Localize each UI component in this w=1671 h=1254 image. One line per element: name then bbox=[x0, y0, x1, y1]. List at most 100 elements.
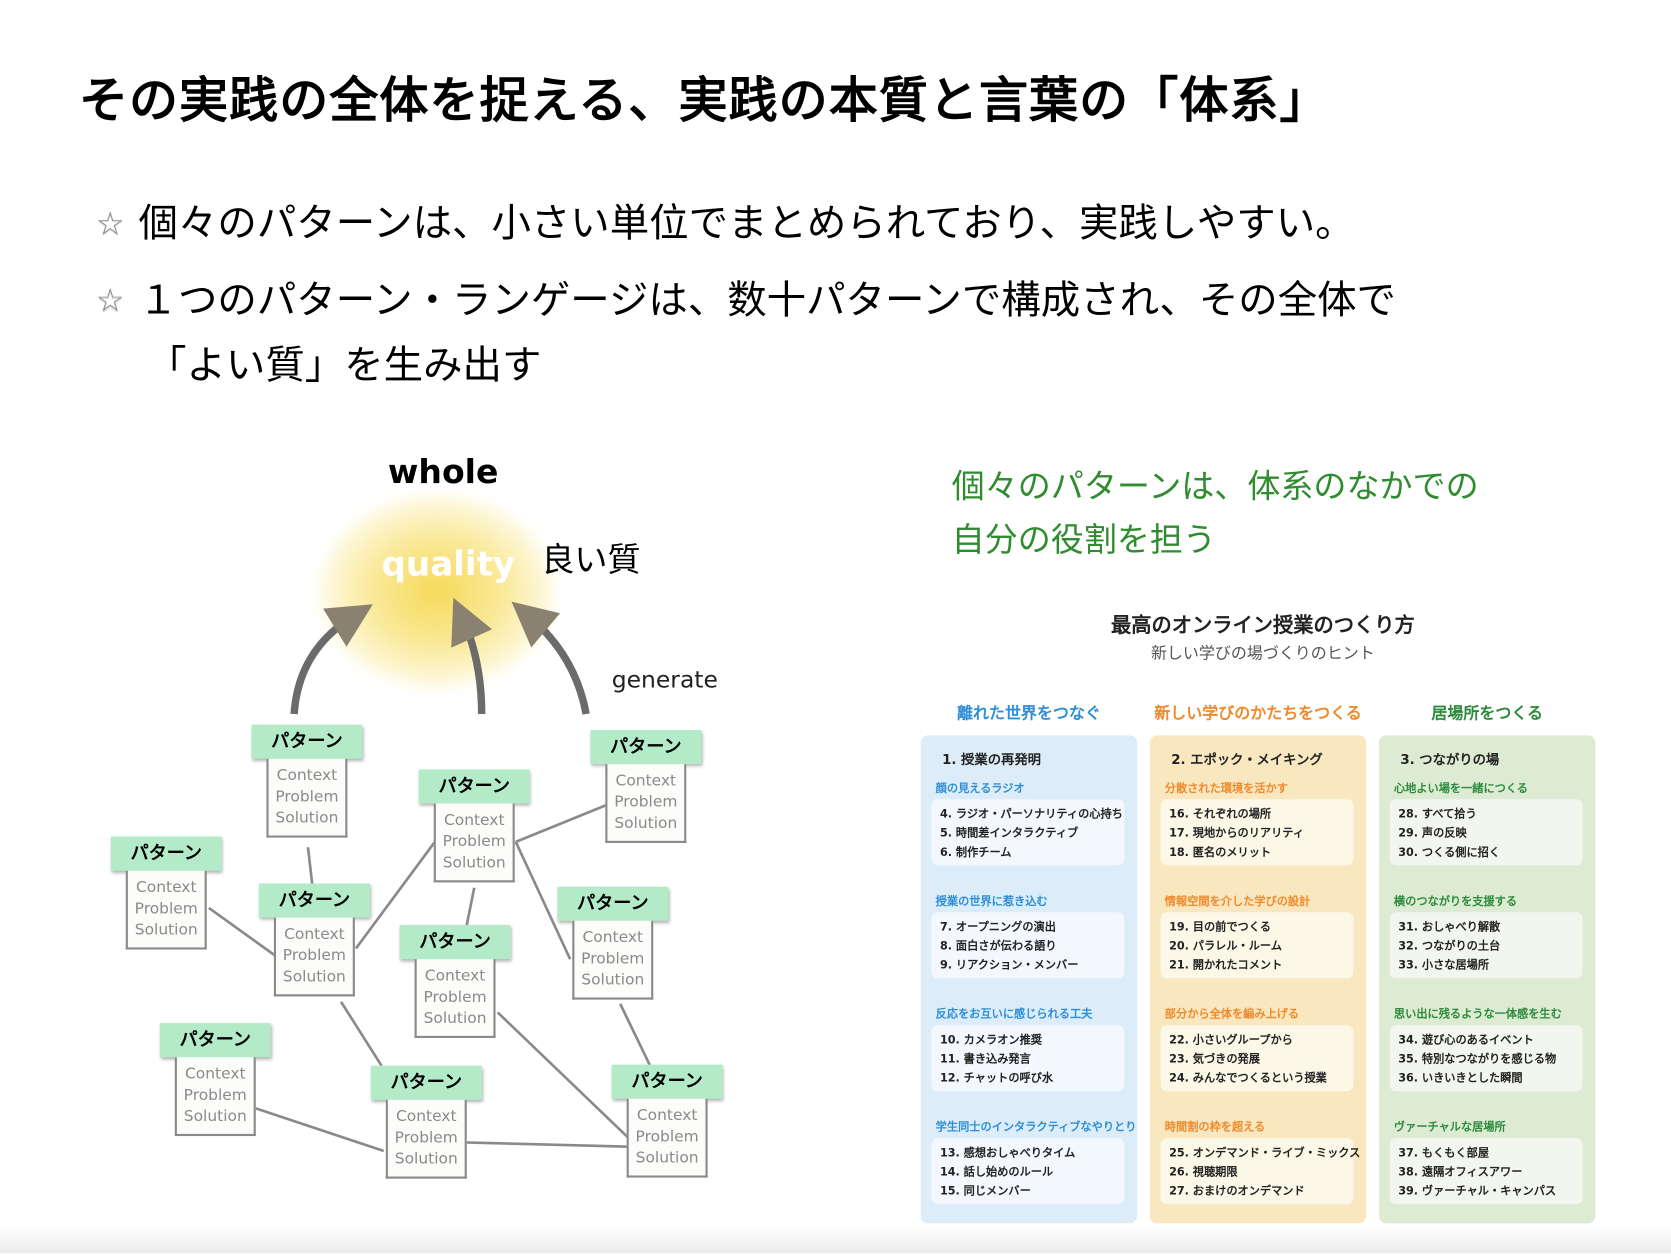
problem-label: Problem bbox=[442, 833, 506, 851]
pattern-group-title: 横のつながりを支援する bbox=[1393, 895, 1518, 908]
category-number-title: 1. 授業の再発明 bbox=[942, 751, 1041, 768]
pattern-list-item: 19. 目の前でつくる bbox=[1169, 920, 1271, 934]
context-label: Context bbox=[284, 926, 345, 944]
generate-arrow-center bbox=[451, 597, 493, 715]
pattern-language-diagram: whole quality 良い質 generate bbox=[0, 0, 810, 1253]
role-caption-line-1: 個々のパターンは、体系のなかでの bbox=[951, 467, 1479, 507]
solution-label: Solution bbox=[282, 968, 346, 986]
solution-label: Solution bbox=[183, 1108, 247, 1126]
pattern-list-item: 39. ヴァーチャル・キャンパス bbox=[1398, 1185, 1557, 1198]
solution-label: Solution bbox=[134, 921, 198, 939]
pattern-list-item: 28. すべて拾う bbox=[1398, 807, 1477, 821]
pattern-node-title: パターン bbox=[251, 724, 363, 759]
link bbox=[464, 1141, 629, 1149]
infographic-subtitle: 新しい学びの場づくりのヒント bbox=[1150, 643, 1375, 663]
bullet-2-text-line-1: １つのパターン・ランゲージは、数十パターンで構成され、その全体で bbox=[138, 277, 1397, 323]
problem-label: Problem bbox=[394, 1129, 458, 1147]
category-number-title: 3. つながりの場 bbox=[1400, 751, 1500, 768]
pattern-list-item: 10. カメラオン推奨 bbox=[939, 1033, 1043, 1047]
problem-label: Problem bbox=[282, 947, 346, 965]
context-label: Context bbox=[184, 1065, 246, 1083]
pattern-list: 13. 感想おしゃべりタイム 14. 話し始めのルール 15. 同じメンバー bbox=[931, 1138, 1125, 1205]
solution-label: Solution bbox=[614, 815, 678, 833]
pattern-list-item: 9. リアクション・メンバー bbox=[939, 959, 1079, 972]
pattern-list-item: 33. 小さな居場所 bbox=[1398, 959, 1490, 972]
solution-label: Solution bbox=[423, 1010, 487, 1028]
pattern-node-title: パターン bbox=[159, 1023, 271, 1058]
pattern-list-item: 15. 同じメンバー bbox=[939, 1185, 1031, 1198]
context-label: Context bbox=[424, 967, 486, 985]
pattern-list-item: 13. 感想おしゃべりタイム bbox=[939, 1146, 1076, 1160]
pattern-group-title: 心地よい場を一緒につくる bbox=[1393, 782, 1528, 796]
pattern-group-title: 授業の世界に惹き込む bbox=[935, 895, 1048, 908]
context-label: Context bbox=[276, 767, 338, 785]
link bbox=[354, 841, 436, 950]
pattern-list-item: 16. それぞれの場所 bbox=[1169, 807, 1272, 821]
problem-label: Problem bbox=[275, 788, 339, 806]
pattern-node-title: パターン bbox=[110, 836, 222, 871]
pattern-list-item: 22. 小さいグループから bbox=[1169, 1033, 1293, 1047]
bullet-2: ☆１つのパターン・ランゲージは、数十パターンで構成され、その全体で 「よい質」を… bbox=[96, 269, 1396, 398]
pattern-node-title: パターン bbox=[418, 769, 530, 804]
star-icon: ☆ bbox=[95, 282, 125, 320]
problem-label: Problem bbox=[423, 988, 487, 1007]
pattern-list-item: 23. 気づきの発展 bbox=[1169, 1052, 1260, 1066]
pattern-group-title: 反応をお互いに感じられる工夫 bbox=[935, 1008, 1093, 1021]
link bbox=[496, 1011, 630, 1140]
pattern-node-title: パターン bbox=[611, 1064, 723, 1099]
bullet-1-text: 個々のパターンは、小さい単位でまとめられており、実践しやすい。 bbox=[138, 200, 1355, 247]
pattern-group-title: 情報空間を介した学びの設計 bbox=[1164, 895, 1311, 908]
pattern-list-item: 8. 面白さが伝わる語り bbox=[939, 939, 1057, 953]
pattern-list-item: 14. 話し始めのルール bbox=[939, 1165, 1054, 1179]
link bbox=[339, 1001, 383, 1067]
link bbox=[619, 1003, 652, 1067]
pattern-node-title: パターン bbox=[370, 1065, 482, 1100]
role-caption-line-2: 自分の役割を担う bbox=[951, 521, 1216, 560]
link bbox=[306, 847, 314, 885]
pattern-node-title: パターン bbox=[590, 730, 702, 765]
problem-label: Problem bbox=[134, 900, 198, 918]
problem-label: Problem bbox=[635, 1128, 699, 1146]
pattern-list-item: 6. 制作チーム bbox=[939, 846, 1012, 859]
pattern-group-title: ヴァーチャルな居場所 bbox=[1393, 1121, 1506, 1134]
generate-arrow-right bbox=[511, 601, 590, 715]
pattern-list-item: 32. つながりの土台 bbox=[1398, 939, 1501, 953]
problem-label: Problem bbox=[614, 793, 678, 811]
context-label: Context bbox=[636, 1107, 698, 1125]
pattern-list-item: 20. パラレル・ルーム bbox=[1169, 939, 1282, 953]
context-label: Context bbox=[582, 929, 644, 947]
good-quality-label: 良い質 bbox=[541, 541, 641, 580]
pattern-group-title: 思い出に残るような一体感を生む bbox=[1393, 1008, 1562, 1021]
pattern-group-title: 時間割の枠を超える bbox=[1164, 1121, 1266, 1134]
pattern-node-title: パターン bbox=[258, 883, 370, 918]
quality-label: quality bbox=[381, 543, 516, 585]
column-heading: 居場所をつくる bbox=[1431, 703, 1543, 723]
pattern-list-item: 5. 時間差インタラクティブ bbox=[939, 826, 1079, 840]
quality-glow bbox=[319, 495, 555, 688]
solution-label: Solution bbox=[442, 854, 506, 872]
role-caption: 個々のパターンは、体系のなかでの 自分の役割を担う bbox=[952, 460, 1479, 567]
pattern-list-item: 38. 遠隔オフィスアワー bbox=[1398, 1165, 1523, 1179]
pattern-list-item: 25. オンデマンド・ライブ・ミックス bbox=[1169, 1146, 1361, 1160]
pattern-list-item: 26. 視聴期限 bbox=[1169, 1165, 1238, 1179]
pattern-group-title: 顔の見えるラジオ bbox=[935, 782, 1025, 796]
